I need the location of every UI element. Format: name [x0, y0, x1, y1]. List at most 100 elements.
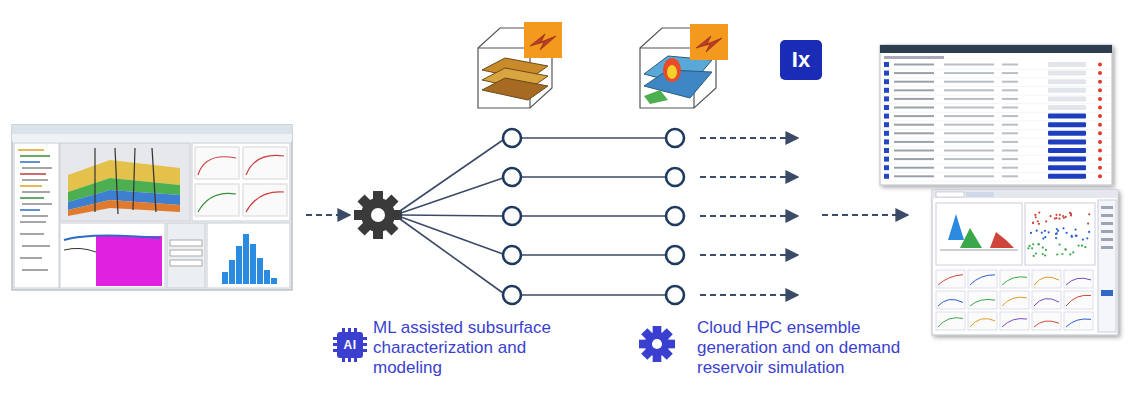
analysis-chart-screenshot [1075, 229, 1077, 231]
analysis-chart-screenshot [1088, 213, 1090, 215]
model-icon [640, 24, 728, 108]
ensemble-line [400, 138, 666, 295]
results-table-screenshot [884, 165, 889, 170]
results-table-screenshot [1002, 98, 1018, 100]
dashed-arrow [700, 176, 798, 178]
analysis-chart-screenshot [1048, 231, 1050, 233]
analysis-chart-screenshot [1044, 236, 1046, 238]
analysis-chart-screenshot [1065, 249, 1067, 251]
software-screenshot [22, 203, 52, 205]
results-table-screenshot [1098, 63, 1102, 67]
analysis-chart-screenshot [1000, 312, 1029, 330]
chip-outline [337, 332, 363, 358]
analysis-chart-screenshot [1038, 223, 1040, 225]
dashed-arrow [822, 214, 908, 216]
software-screenshot [22, 191, 50, 193]
analysis-chart-screenshot [1042, 238, 1044, 240]
analysis-chart-screenshot [1055, 214, 1057, 216]
results-table-screenshot [1098, 80, 1102, 84]
analysis-chart-screenshot [936, 291, 965, 309]
results-table-screenshot [1098, 106, 1102, 110]
results-table-screenshot [894, 150, 934, 152]
software-screenshot [207, 223, 290, 288]
ensemble-circle [666, 207, 684, 225]
results-table-screenshot [882, 163, 1110, 164]
analysis-chart-screenshot [1056, 228, 1058, 230]
analysis-chart-screenshot [1045, 249, 1047, 251]
results-table-screenshot [1098, 166, 1102, 170]
analysis-chart-screenshot [1037, 220, 1039, 222]
analysis-chart-screenshot [1037, 243, 1039, 245]
software-screenshot [12, 125, 292, 290]
software-screenshot [22, 245, 50, 247]
analysis-chart-screenshot [1027, 212, 1090, 258]
results-table-screenshot [1048, 79, 1086, 84]
analysis-chart-screenshot [936, 203, 1022, 265]
ensemble-line [401, 178, 503, 213]
ensemble-line [402, 215, 503, 216]
results-table-screenshot [1002, 72, 1018, 74]
analysis-chart-screenshot [936, 192, 964, 197]
results-table-screenshot [1002, 175, 1018, 177]
software-screenshot [60, 223, 165, 288]
software-screenshot [152, 148, 156, 212]
analysis-chart-screenshot [1002, 319, 1027, 327]
software-screenshot [243, 184, 287, 216]
results-table-screenshot [1002, 158, 1018, 160]
results-table-screenshot [882, 77, 1110, 78]
analysis-chart-screenshot [1076, 235, 1078, 237]
results-table-screenshot [1098, 114, 1102, 118]
results-table-screenshot [1002, 107, 1018, 109]
results-table-screenshot [894, 98, 934, 100]
software-screenshot [94, 148, 95, 212]
analysis-chart-screenshot [1101, 290, 1113, 296]
ensemble-line [400, 140, 503, 211]
analysis-chart-screenshot [1101, 246, 1113, 249]
results-table-screenshot [880, 45, 1112, 185]
product-badge: Ix [780, 40, 822, 80]
analysis-chart-screenshot [970, 275, 995, 285]
results-table-screenshot [884, 62, 889, 67]
results-table-screenshot [884, 105, 889, 110]
analysis-chart-screenshot [1078, 245, 1080, 247]
software-screenshot [264, 270, 270, 284]
results-table-screenshot [1048, 165, 1086, 170]
results-table-screenshot [1048, 174, 1086, 179]
results-table-screenshot [1048, 131, 1086, 136]
results-table-screenshot [1002, 132, 1018, 134]
results-table-screenshot [944, 115, 994, 117]
results-table-screenshot [944, 124, 994, 126]
analysis-chart-screenshot [1034, 321, 1059, 327]
results-table-screenshot [1002, 141, 1018, 143]
ensemble-circle [503, 207, 521, 225]
dashed-arrow [306, 214, 350, 216]
model-icon [478, 22, 562, 108]
analysis-chart-screenshot [1082, 239, 1084, 241]
icon-text: AI [344, 339, 357, 351]
software-screenshot [20, 161, 40, 163]
results-table-screenshot [1098, 149, 1102, 153]
analysis-chart-screenshot [932, 190, 1118, 335]
analysis-chart-screenshot [938, 275, 963, 285]
analysis-chart-screenshot [1034, 299, 1059, 306]
results-table-screenshot [882, 62, 1110, 181]
software-screenshot [195, 147, 239, 179]
analysis-chart-screenshot [968, 270, 997, 288]
results-table-screenshot [884, 174, 889, 179]
results-table-screenshot [894, 89, 934, 91]
analysis-chart-screenshot [1032, 291, 1061, 309]
software-screenshot [60, 143, 190, 221]
ensemble-line [401, 217, 503, 254]
results-table-screenshot [1098, 88, 1102, 92]
results-table-screenshot [894, 175, 934, 177]
analysis-chart-screenshot [1069, 253, 1071, 255]
software-screenshot [68, 200, 180, 216]
results-table-screenshot [944, 150, 994, 152]
ensemble-circle [503, 168, 521, 186]
results-table-screenshot [882, 86, 1110, 87]
results-table-screenshot [894, 81, 934, 83]
results-table-screenshot [1002, 150, 1018, 152]
analysis-chart-screenshot [970, 299, 995, 306]
analysis-chart-screenshot [1032, 270, 1061, 288]
